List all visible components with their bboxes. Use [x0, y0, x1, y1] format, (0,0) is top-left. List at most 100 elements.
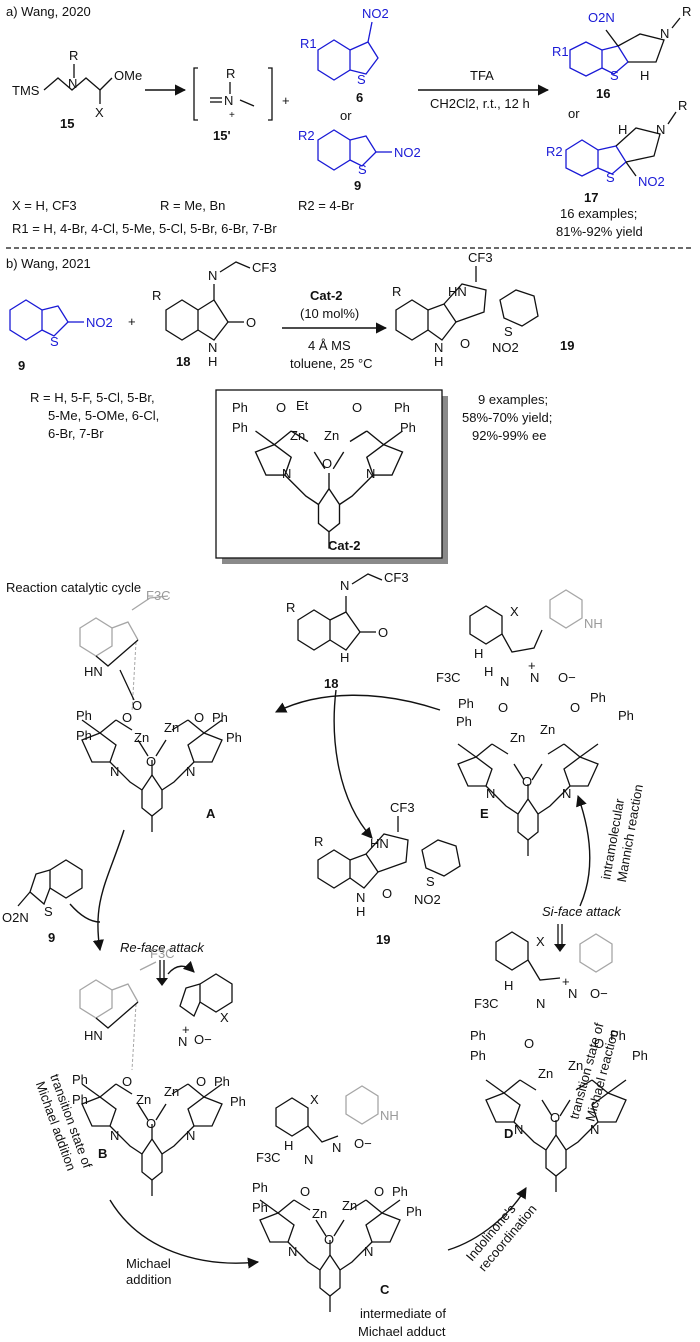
svg-text:S: S — [44, 904, 53, 919]
svg-text:N: N — [366, 466, 375, 481]
svg-text:18: 18 — [176, 354, 190, 369]
svg-text:Ph: Ph — [590, 690, 606, 705]
or-a1: or — [340, 108, 352, 123]
cond-solvent: CH2Cl2, r.t., 12 h — [430, 96, 530, 111]
sub-r-b-1: R = H, 5-F, 5-Cl, 5-Br, — [30, 390, 155, 405]
svg-text:Ph: Ph — [456, 714, 472, 729]
svg-text:R1: R1 — [552, 44, 569, 59]
svg-text:CF3: CF3 — [390, 800, 415, 815]
svg-text:N: N — [224, 93, 233, 108]
complex-E: X NH H F3C H N + N O− Ph Ph O Zn Zn O Ph… — [436, 589, 634, 857]
svg-text:Ph: Ph — [458, 696, 474, 711]
svg-text:H: H — [284, 1138, 293, 1153]
svg-text:O: O — [132, 698, 142, 713]
svg-text:F3C: F3C — [146, 588, 171, 603]
svg-text:Ph: Ph — [232, 400, 248, 415]
svg-text:H: H — [474, 646, 483, 661]
svg-text:CF3: CF3 — [252, 260, 277, 275]
svg-text:CF3: CF3 — [468, 250, 493, 265]
svg-text:Ph: Ph — [72, 1092, 88, 1107]
sub-x: X = H, CF3 — [12, 198, 77, 213]
re-face-label: Re-face attack — [120, 940, 205, 955]
svg-text:15: 15 — [60, 116, 74, 131]
svg-text:19: 19 — [376, 932, 390, 947]
summary-b-2: 58%-70% yield; — [462, 410, 552, 425]
compound-9a: NO2 S R2 9 — [298, 128, 421, 193]
cycle-title: Reaction catalytic cycle — [6, 580, 141, 595]
svg-text:O: O — [550, 1110, 560, 1125]
svg-text:B: B — [98, 1146, 107, 1161]
arrow-9-join — [69, 903, 101, 923]
intramolecular-label: intramolecular Mannich reaction — [598, 783, 646, 883]
svg-text:O: O — [146, 1116, 156, 1131]
svg-text:C: C — [380, 1282, 390, 1297]
svg-text:Ph: Ph — [470, 1048, 486, 1063]
svg-text:Zn: Zn — [342, 1198, 357, 1213]
svg-text:F3C: F3C — [436, 670, 461, 685]
svg-text:A: A — [206, 806, 216, 821]
svg-text:Ph: Ph — [610, 1028, 626, 1043]
compound-18b: N CF3 O N H R 18 — [152, 260, 277, 369]
complex-A: F3C HN Ph Ph O O Zn Zn O Ph Ph O N N A — [76, 588, 242, 833]
svg-text:NH: NH — [380, 1108, 399, 1123]
svg-text:N: N — [332, 1140, 341, 1155]
si-face-label: Si-face attack — [542, 904, 622, 919]
svg-text:N: N — [282, 466, 291, 481]
svg-text:F3C: F3C — [474, 996, 499, 1011]
svg-text:NO2: NO2 — [394, 145, 421, 160]
svg-text:Zn: Zn — [312, 1206, 327, 1221]
cond-ms: 4 Å MS — [308, 338, 351, 353]
svg-text:Ph: Ph — [618, 708, 634, 723]
svg-text:+: + — [528, 658, 536, 673]
svg-text:N: N — [590, 1122, 599, 1137]
compound-6: NO2 S R1 6 — [300, 6, 389, 105]
svg-text:HN: HN — [448, 284, 467, 299]
svg-text:H: H — [618, 122, 627, 137]
svg-text:N: N — [186, 1128, 195, 1143]
svg-text:Ph: Ph — [392, 1184, 408, 1199]
svg-text:O: O — [524, 1036, 534, 1051]
intermediate-15p: R N + 15' — [193, 66, 273, 143]
svg-text:O: O — [196, 1074, 206, 1089]
svg-text:R: R — [392, 284, 401, 299]
svg-text:9: 9 — [354, 178, 361, 193]
svg-text:X: X — [310, 1092, 319, 1107]
svg-text:H: H — [484, 664, 493, 679]
svg-text:HN: HN — [84, 664, 103, 679]
svg-text:N: N — [536, 996, 545, 1011]
svg-text:N: N — [288, 1244, 297, 1259]
compound-9b: NO2 S 9 — [9, 299, 113, 373]
svg-text:Zn: Zn — [164, 1084, 179, 1099]
svg-text:H: H — [434, 354, 443, 369]
svg-text:O: O — [322, 456, 332, 471]
svg-text:H: H — [640, 68, 649, 83]
svg-text:Ph: Ph — [230, 1094, 246, 1109]
product-17: H S N R NO2 R2 17 — [546, 98, 687, 205]
svg-text:N: N — [660, 26, 669, 41]
arrow-A-to-B — [92, 829, 125, 952]
svg-text:Ph: Ph — [394, 400, 410, 415]
summary-a1: 16 examples; — [560, 206, 637, 221]
svg-text:+: + — [229, 110, 235, 121]
svg-text:Zn: Zn — [538, 1066, 553, 1081]
svg-text:N: N — [178, 1034, 187, 1049]
svg-text:N: N — [340, 578, 349, 593]
svg-text:NO2: NO2 — [414, 892, 441, 907]
svg-text:Ph: Ph — [72, 1072, 88, 1087]
sub-r: R = Me, Bn — [160, 198, 225, 213]
svg-text:N: N — [568, 986, 577, 1001]
section-b-header: b) Wang, 2021 — [6, 256, 91, 271]
svg-text:N: N — [514, 1122, 523, 1137]
svg-text:F3C: F3C — [256, 1150, 281, 1165]
complex-C: X NH F3C H N N O− Ph Ph O Zn Zn O Ph Ph … — [252, 1085, 422, 1313]
svg-text:9: 9 — [48, 930, 55, 945]
svg-text:N: N — [530, 670, 539, 685]
svg-text:N: N — [562, 786, 571, 801]
svg-text:Zn: Zn — [290, 428, 305, 443]
svg-text:R2: R2 — [546, 144, 563, 159]
svg-text:O: O — [522, 774, 532, 789]
or-a2: or — [568, 106, 580, 121]
svg-text:N: N — [208, 268, 217, 283]
cond-solvent-b: toluene, 25 °C — [290, 356, 373, 371]
